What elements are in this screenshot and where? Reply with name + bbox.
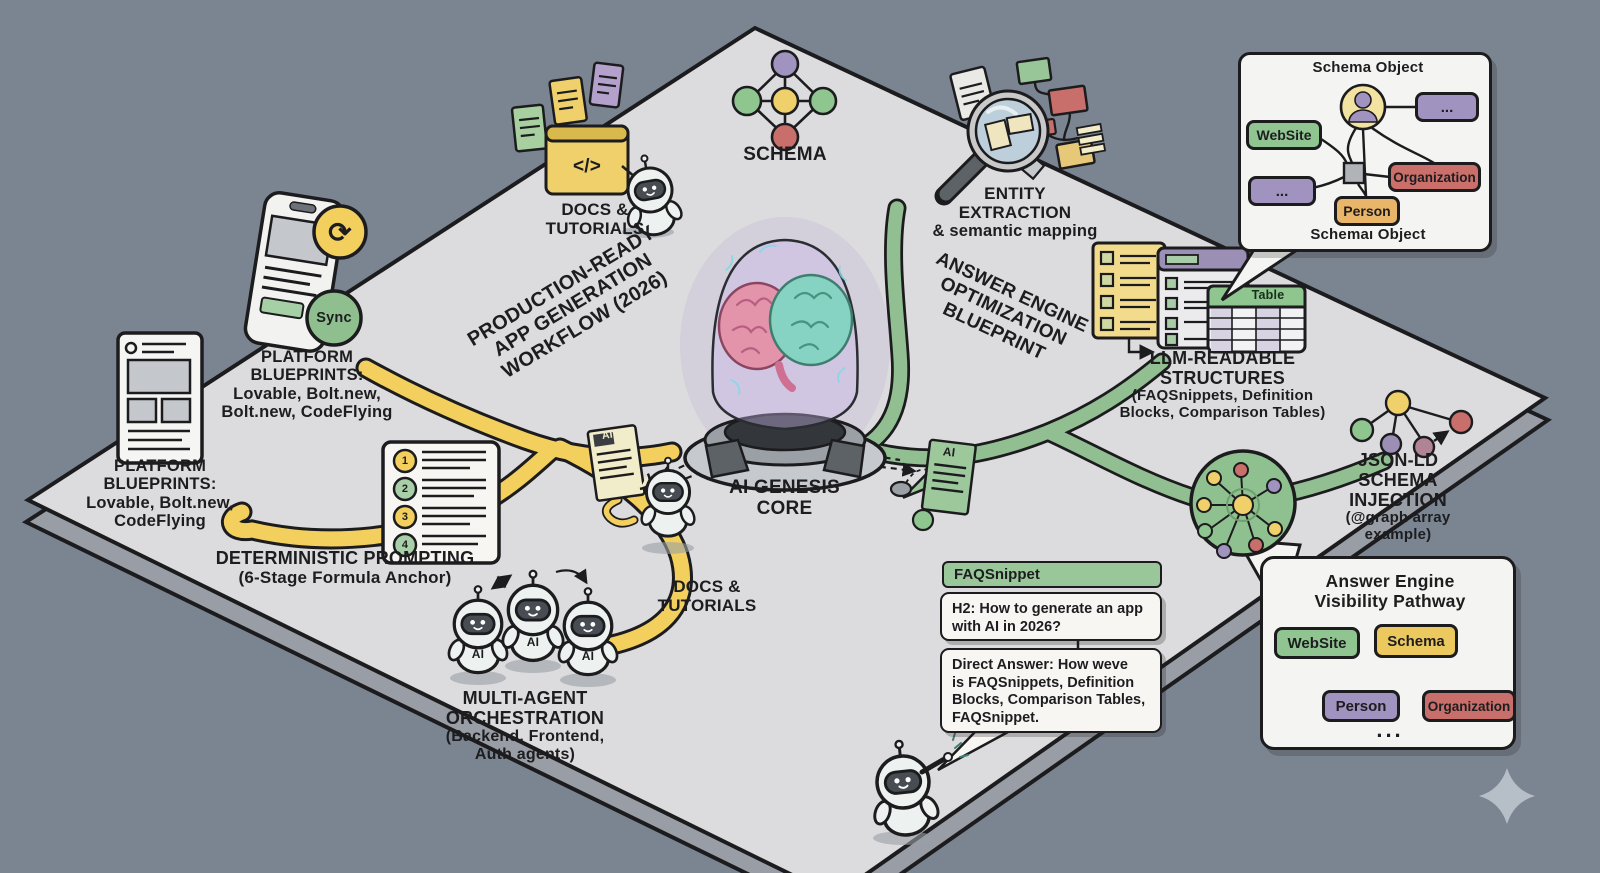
answer-panel-ellipsis: ... bbox=[1376, 717, 1404, 742]
ai-doc-icon bbox=[586, 424, 651, 502]
refresh-glyph: ⟳ bbox=[328, 217, 352, 248]
llm-structures-icons bbox=[1091, 241, 1307, 360]
sparkle-icon bbox=[1479, 768, 1535, 824]
schema-node-organization: Organization bbox=[1388, 162, 1481, 192]
step-4: 4 bbox=[401, 539, 409, 551]
answer-node-website: WebSite bbox=[1274, 627, 1360, 659]
schema-panel-caption: Schemaı Object bbox=[1310, 226, 1426, 243]
code-glyph: </> bbox=[572, 156, 602, 177]
schema-panel-title: Schema Object bbox=[1312, 59, 1424, 76]
jsonld-graph-icon bbox=[1349, 389, 1474, 459]
wireframe-card-icon bbox=[116, 331, 204, 465]
numbered-steps-card bbox=[381, 440, 501, 565]
docs-tutorials-icons bbox=[510, 61, 649, 196]
schema-node-more-left: ... bbox=[1248, 176, 1316, 206]
schema-node-website: WebSite bbox=[1246, 120, 1322, 150]
graph-array-circle bbox=[1189, 449, 1302, 618]
schema-label: SCHEMA bbox=[743, 144, 827, 165]
answer-node-schema: Schema bbox=[1374, 624, 1458, 658]
answer-node-organization: Organization bbox=[1422, 690, 1516, 722]
green-ai-doc-icon bbox=[889, 438, 977, 532]
step-3: 3 bbox=[401, 511, 409, 523]
faq-header: FAQSnippet bbox=[942, 561, 1162, 588]
sync-badge-label: Sync bbox=[316, 310, 352, 326]
schema-graph-icon bbox=[731, 49, 838, 152]
agent-ai-label-1: AI bbox=[471, 647, 485, 661]
entity-extraction-icon bbox=[934, 56, 1107, 206]
deterministic-prompting-label: DETERMINISTIC PROMPTING (6-Stage Formula… bbox=[215, 548, 475, 588]
multi-agent-robots bbox=[444, 568, 622, 687]
agent-ai-label-2: AI bbox=[526, 635, 540, 649]
robot-faq bbox=[862, 732, 969, 841]
refresh-icon bbox=[312, 204, 368, 260]
step-2: 2 bbox=[401, 483, 409, 495]
answer-node-person: Person bbox=[1322, 690, 1400, 722]
schema-node-more-right: ... bbox=[1415, 92, 1479, 122]
agent-ai-label-3: AI bbox=[581, 649, 595, 663]
docs-tutorials-label-bottom: DOCS &TUTORIALS bbox=[657, 577, 757, 616]
ai-genesis-core bbox=[680, 217, 890, 492]
table-card-label: Table bbox=[1251, 288, 1285, 302]
sync-badge-circle bbox=[305, 289, 363, 347]
step-1: 1 bbox=[401, 455, 409, 467]
schema-node-person: Person bbox=[1334, 196, 1400, 226]
docs-tutorials-label-top: DOCS &TUTORIALS bbox=[545, 200, 645, 239]
